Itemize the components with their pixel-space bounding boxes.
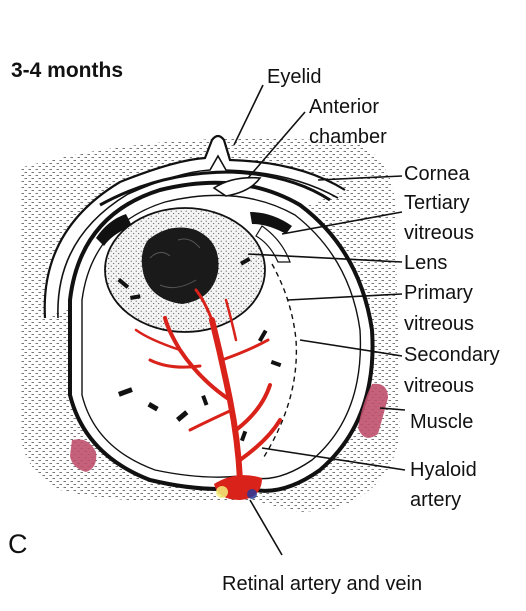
iris-left bbox=[96, 214, 132, 246]
cornea bbox=[99, 170, 331, 207]
figure-title: 3-4 months bbox=[11, 59, 123, 82]
pigment-fragments bbox=[117, 256, 282, 442]
label-cornea: Cornea bbox=[404, 163, 470, 185]
label-hyaloid-1: Hyaloid bbox=[410, 459, 477, 481]
label-leaders bbox=[233, 84, 406, 556]
muscle-left bbox=[70, 439, 97, 472]
label-tertiary-1: Tertiary bbox=[404, 192, 470, 214]
lens-nucleus-texture bbox=[149, 238, 201, 289]
hyaloid-vessels bbox=[134, 288, 282, 483]
label-primary-1: Primary bbox=[404, 282, 473, 304]
iris-right bbox=[250, 212, 292, 234]
label-anterior-1: Anterior bbox=[309, 96, 379, 118]
label-lens: Lens bbox=[404, 252, 447, 274]
muscle-right bbox=[358, 383, 388, 438]
label-retinal: Retinal artery and vein bbox=[222, 573, 422, 595]
label-anterior-2: chamber bbox=[309, 126, 387, 148]
panel-letter: C bbox=[8, 529, 28, 559]
anterior-chamber bbox=[212, 176, 262, 197]
tertiary-vitreous bbox=[255, 225, 291, 263]
optic-disc bbox=[214, 475, 262, 500]
label-secondary-2: vitreous bbox=[404, 375, 474, 397]
label-primary-2: vitreous bbox=[404, 313, 474, 335]
label-hyaloid-2: artery bbox=[410, 489, 461, 511]
label-secondary-1: Secondary bbox=[404, 344, 500, 366]
primary-vitreous-boundary bbox=[261, 263, 298, 461]
label-muscle: Muscle bbox=[410, 411, 473, 433]
label-eyelid: Eyelid bbox=[267, 66, 321, 88]
label-tertiary-2: vitreous bbox=[404, 222, 474, 244]
